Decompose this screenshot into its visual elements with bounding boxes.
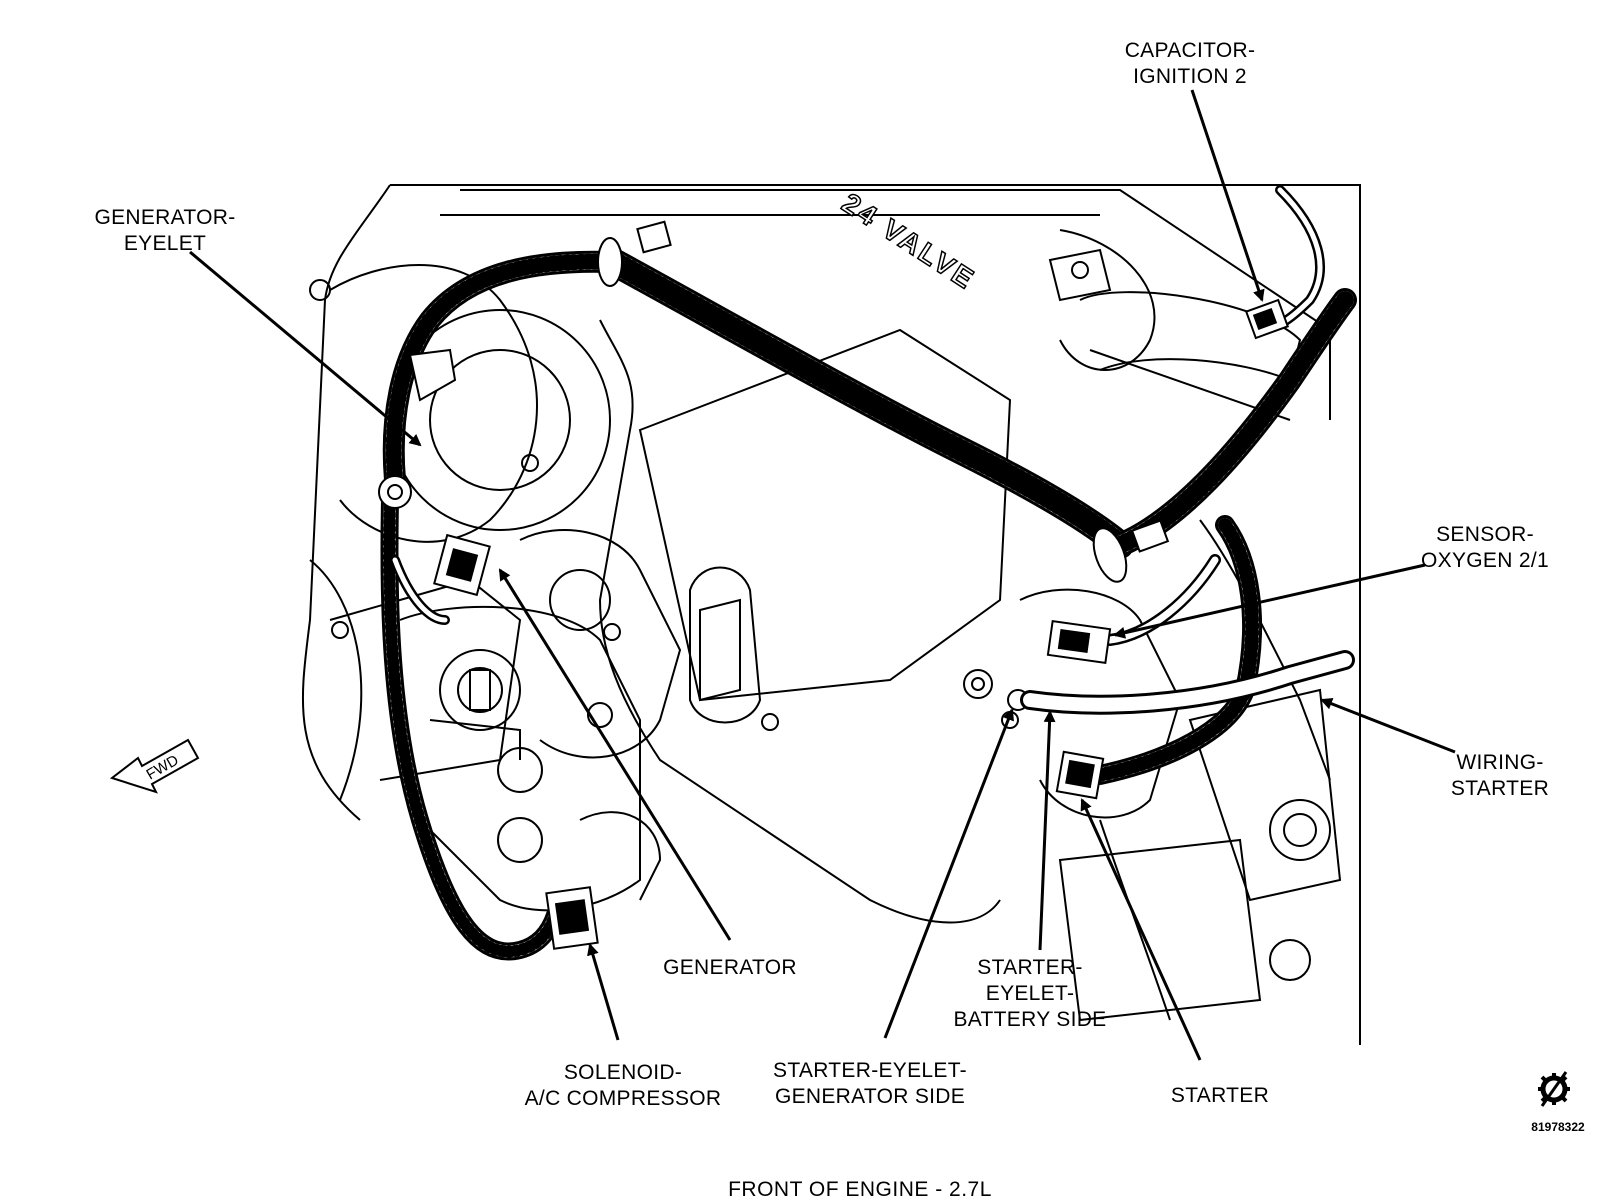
leader-starter-eyelet-battery: [1038, 710, 1056, 951]
figure-number: 81978322: [1531, 1120, 1585, 1134]
leader-solenoid: [587, 943, 620, 1041]
label-capacitor-ignition: CAPACITOR- IGNITION 2: [1124, 39, 1256, 88]
harness-clips: [408, 220, 1170, 583]
leader-capacitor: [1190, 89, 1265, 302]
leader-wiring-starter: [1320, 698, 1456, 754]
label-sensor-oxygen: SENSOR- OXYGEN 2/1: [1421, 523, 1549, 572]
leader-starter: [1080, 798, 1202, 1061]
fwd-arrow-icon: FWD: [109, 738, 200, 794]
label-starter: STARTER: [1170, 1084, 1270, 1107]
leader-starter-eyelet-generator: [883, 708, 1014, 1039]
leader-generator-eyelet: [189, 250, 422, 447]
leader-sensor-oxygen: [1113, 563, 1426, 639]
figure-caption: FRONT OF ENGINE - 2.7L: [728, 1178, 992, 1201]
wiring-harness: [380, 185, 1357, 961]
label-starter-eyelet-battery: STARTER- EYELET- BATTERY SIDE: [953, 956, 1107, 1031]
label-starter-eyelet-generator: STARTER-EYELET- GENERATOR SIDE: [773, 1059, 967, 1108]
label-solenoid-ac-compressor: SOLENOID- A/C COMPRESSOR: [524, 1061, 722, 1110]
label-generator-eyelet: GENERATOR- EYELET: [94, 206, 236, 255]
leader-generator: [498, 568, 732, 941]
engine-embossed-text: 24 VALVE: [837, 187, 981, 296]
label-wiring-starter: WIRING- STARTER: [1450, 751, 1550, 800]
gear-slash-icon: [1538, 1071, 1570, 1107]
engine-line-art: [301, 184, 1361, 1045]
label-generator: GENERATOR: [663, 956, 797, 979]
leader-lines: [189, 89, 1456, 1061]
connectors: [378, 298, 1290, 950]
